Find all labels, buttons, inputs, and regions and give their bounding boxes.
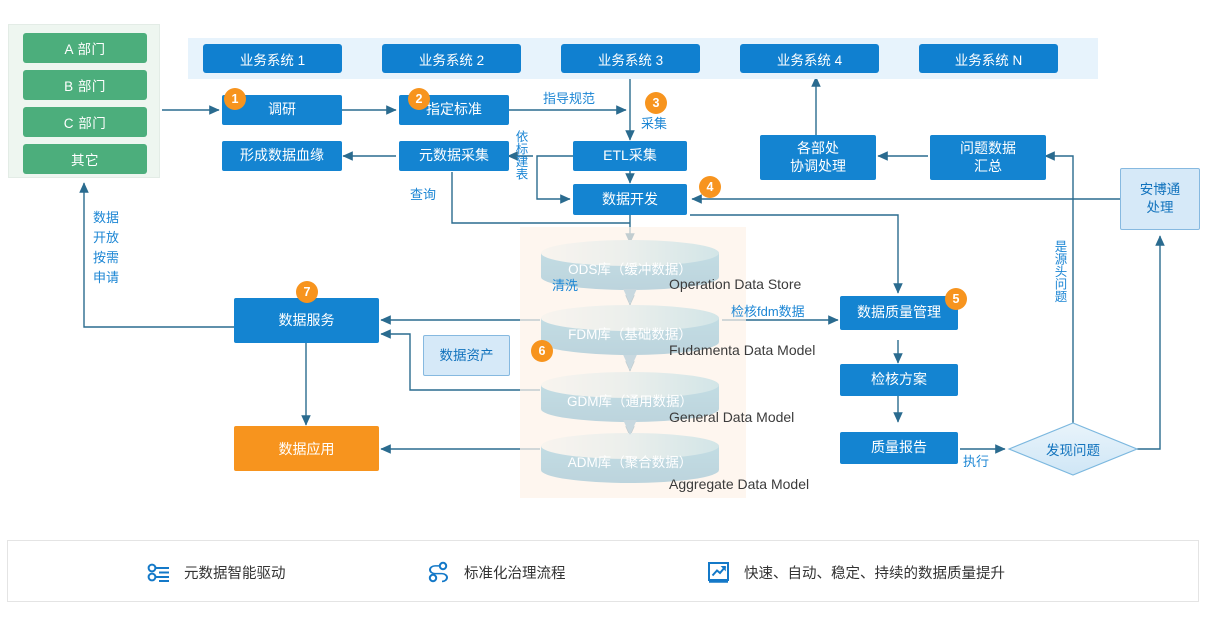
edge-label-guide-spec: 指导规范: [543, 91, 596, 106]
edge-label-data-open-on-demand: 数据 开放 按需 申请: [93, 208, 119, 288]
step-badge-1: 1: [224, 88, 246, 110]
anbotong-line1: 安博通: [1139, 182, 1181, 198]
data-open-line-4: 申请: [93, 270, 120, 285]
process-specify-standard[interactable]: 指定标准: [399, 95, 509, 125]
edge-label-query: 查询: [410, 187, 437, 202]
process-metadata-collect[interactable]: 元数据采集: [399, 141, 509, 171]
db-caption-fdm: Fudamenta Data Model: [669, 342, 816, 358]
legend-item-metadata[interactable]: 元数据智能驱动: [146, 559, 286, 585]
process-dept-coordination[interactable]: 各部处 协调处理: [760, 135, 876, 180]
business-system-1[interactable]: 业务系统 1: [203, 44, 342, 73]
found-problem-label: 发现问题: [1046, 443, 1100, 458]
step-badge-5: 5: [945, 288, 967, 310]
edge-label-check-fdm-data: 检核fdm数据: [731, 304, 805, 319]
department-panel: A 部门 B 部门 C 部门 其它: [8, 24, 160, 178]
edge-label-execute: 执行: [963, 454, 990, 469]
legend-item-standard-flow[interactable]: 标准化治理流程: [426, 559, 566, 585]
step-badge-4: 4: [699, 176, 721, 198]
step-badge-2: 2: [408, 88, 430, 110]
flow-nodes-icon: [428, 561, 448, 583]
step-badge-7: 7: [296, 281, 318, 303]
legend-label-quality-improve: 快速、自动、稳定、持续的数据质量提升: [744, 565, 1005, 582]
process-inspection-plan[interactable]: 检核方案: [840, 364, 958, 396]
process-data-quality-management[interactable]: 数据质量管理: [840, 296, 958, 330]
step-badge-6: 6: [531, 340, 553, 362]
db-label-fdm: FDM库（基础数据）: [568, 327, 692, 342]
edge-label-is-source-problem: 是源头问题: [1052, 240, 1067, 303]
data-open-line-1: 数据: [93, 210, 120, 225]
problem-data-line1: 问题数据: [960, 140, 1016, 156]
db-label-adm: ADM库（聚合数据）: [567, 455, 693, 470]
business-system-2[interactable]: 业务系统 2: [382, 44, 521, 73]
business-system-n[interactable]: 业务系统 N: [919, 44, 1058, 73]
dept-coordination-line1: 各部处: [797, 140, 839, 156]
db-caption-ods: Operation Data Store: [669, 276, 802, 292]
legend-label-metadata: 元数据智能驱动: [184, 565, 286, 582]
process-data-asset[interactable]: 数据资产: [423, 335, 510, 376]
process-problem-data-summary[interactable]: 问题数据 汇总: [930, 135, 1046, 180]
legend-item-quality-improve[interactable]: 快速、自动、稳定、持续的数据质量提升: [706, 559, 1005, 585]
edge-label-by-standard-build-table: 依标建表: [513, 130, 528, 180]
process-data-application[interactable]: 数据应用: [234, 426, 379, 471]
edge-label-clean: 清洗: [552, 278, 579, 293]
data-open-line-3: 按需: [93, 250, 120, 265]
process-research[interactable]: 调研: [222, 95, 342, 125]
anbotong-line2: 处理: [1146, 200, 1174, 215]
dept-item-other[interactable]: 其它: [23, 144, 147, 174]
data-open-line-2: 开放: [93, 230, 120, 245]
db-label-ods: ODS库（缓冲数据）: [568, 262, 692, 277]
business-system-4[interactable]: 业务系统 4: [740, 44, 879, 73]
dept-item-a[interactable]: A 部门: [23, 33, 147, 63]
edge-label-collect: 采集: [641, 116, 668, 131]
db-label-gdm: GDM库（通用数据）: [567, 394, 693, 409]
process-data-service[interactable]: 数据服务: [234, 298, 379, 343]
process-form-data-lineage[interactable]: 形成数据血缘: [222, 141, 342, 171]
process-anbotong[interactable]: 安博通 处理: [1120, 168, 1200, 230]
problem-data-line2: 汇总: [974, 157, 1002, 174]
data-lake-panel: [520, 227, 746, 498]
step-badge-3: 3: [645, 92, 667, 114]
sliders-icon: [147, 563, 169, 582]
dept-coordination-line2: 协调处理: [790, 157, 846, 174]
business-system-3[interactable]: 业务系统 3: [561, 44, 700, 73]
legend-label-standard-flow: 标准化治理流程: [464, 565, 566, 582]
legend-bar: 元数据智能驱动 标准化治理流程 快速、自动、稳定、持续的数据质量提升: [7, 540, 1199, 602]
dept-item-c[interactable]: C 部门: [23, 107, 147, 137]
db-caption-adm: Aggregate Data Model: [669, 476, 810, 492]
trend-chart-icon: [708, 562, 729, 583]
decision-found-problem[interactable]: 发现问题: [1009, 423, 1137, 475]
db-caption-gdm: General Data Model: [669, 409, 795, 425]
process-quality-report[interactable]: 质量报告: [840, 432, 958, 464]
dept-item-b[interactable]: B 部门: [23, 70, 147, 100]
process-etl-collect[interactable]: ETL采集: [573, 141, 687, 171]
process-data-development[interactable]: 数据开发: [573, 184, 687, 215]
